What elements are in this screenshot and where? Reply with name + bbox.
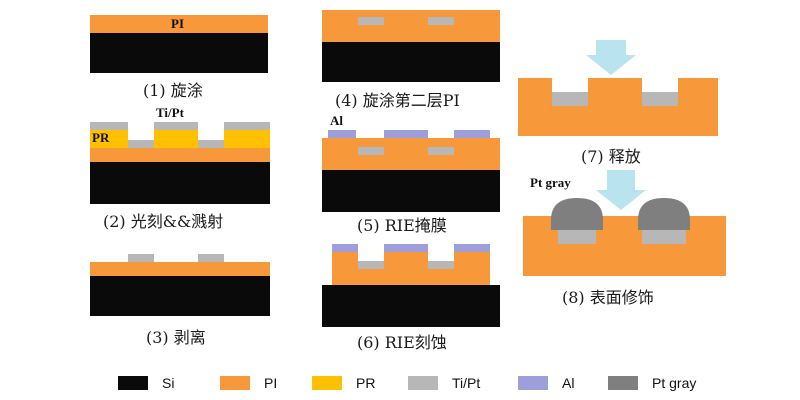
modification-arrow-icon: [596, 170, 646, 210]
step-3-caption: (3) 剥离: [146, 328, 206, 347]
tipt-layer: [198, 140, 224, 148]
released-pi-structure: [518, 78, 718, 136]
al-mask: [384, 244, 428, 252]
pt-gray-deposit: [638, 198, 690, 230]
pi-layer: [90, 148, 270, 162]
step-4-caption: (4) 旋涂第二层PI: [335, 91, 460, 110]
tipt-layer: [90, 122, 128, 130]
pt-gray-tag: Pt gray: [530, 175, 571, 190]
step-8-caption: (8) 表面修饰: [562, 288, 654, 307]
tipt-electrode: [358, 261, 384, 269]
si-substrate: [322, 285, 500, 327]
al-tag: Al: [330, 113, 343, 128]
step-1-cross-section: [90, 15, 268, 73]
al-mask: [332, 244, 358, 252]
pi-layer: [322, 138, 500, 170]
tipt-electrode: [642, 92, 678, 106]
pi-layer: [322, 10, 500, 42]
legend-swatch-pi: [220, 376, 250, 390]
legend-item-al: Al: [518, 370, 574, 396]
step-3-cross-section: [90, 254, 270, 316]
si-substrate: [322, 42, 500, 82]
legend-swatch-si: [118, 376, 148, 390]
tipt-electrode: [428, 147, 454, 155]
tipt-electrode: [642, 230, 686, 244]
pi-layer: [90, 15, 268, 33]
legend-swatch-al: [518, 376, 548, 390]
al-mask: [454, 244, 490, 252]
legend: Si PI PR Ti/Pt Al Pt gray: [0, 370, 800, 396]
tipt-layer: [154, 122, 198, 130]
step-7-caption: (7) 释放: [581, 147, 641, 166]
legend-swatch-tipt: [408, 376, 438, 390]
legend-swatch-pt-gray: [608, 376, 638, 390]
si-substrate: [90, 162, 270, 204]
step-6-cross-section: [322, 244, 500, 327]
legend-item-tipt: Ti/Pt: [408, 370, 480, 396]
si-substrate: [90, 33, 268, 73]
step-1-caption: (1) 旋涂: [143, 81, 203, 100]
step-6-caption: (6) RIE刻蚀: [357, 333, 447, 352]
al-mask: [384, 130, 428, 138]
al-mask: [454, 130, 490, 138]
legend-label-tipt: Ti/Pt: [452, 375, 481, 391]
tipt-tag: Ti/Pt: [156, 105, 184, 120]
legend-label-si: Si: [162, 375, 175, 391]
pt-gray-deposit: [551, 198, 603, 230]
etched-pi-layer: [332, 252, 490, 285]
si-substrate: [90, 276, 270, 316]
tipt-electrode: [198, 254, 224, 262]
step-7-cross-section: [518, 40, 718, 136]
tipt-electrode: [358, 147, 384, 155]
tipt-electrode: [552, 92, 588, 106]
tipt-electrode: [558, 230, 596, 244]
legend-item-pi: PI: [220, 370, 277, 396]
pr-block: [224, 130, 270, 148]
step-5-cross-section: [322, 130, 500, 212]
tipt-electrode: [428, 261, 454, 269]
tipt-layer: [128, 140, 154, 148]
al-mask: [328, 130, 356, 138]
pi-tag: PI: [171, 16, 184, 31]
pi-layer: [90, 262, 270, 276]
legend-item-si: Si: [118, 370, 174, 396]
step-2-caption: (2) 光刻&&溅射: [103, 212, 224, 231]
tipt-electrode: [428, 17, 454, 25]
legend-swatch-pr: [312, 376, 342, 390]
legend-item-pt-gray: Pt gray: [608, 370, 696, 396]
release-arrow-icon: [586, 40, 636, 75]
legend-label-pr: PR: [356, 375, 376, 391]
si-substrate: [322, 170, 500, 212]
legend-label-al: Al: [562, 375, 575, 391]
pr-tag: PR: [92, 130, 110, 145]
step-2-cross-section: [90, 122, 270, 204]
pr-block: [90, 130, 128, 148]
tipt-electrode: [358, 17, 384, 25]
pr-block: [154, 130, 198, 148]
step-8-cross-section: [523, 170, 726, 276]
step-5-caption: (5) RIE掩膜: [357, 216, 447, 235]
legend-label-pi: PI: [264, 375, 278, 391]
legend-item-pr: PR: [312, 370, 375, 396]
step-4-cross-section: [322, 10, 500, 82]
tipt-electrode: [128, 254, 154, 262]
tipt-layer: [224, 122, 270, 130]
legend-label-pt-gray: Pt gray: [652, 375, 697, 391]
